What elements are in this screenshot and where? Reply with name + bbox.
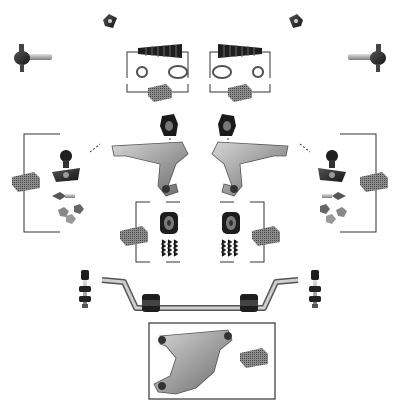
hardware-pack-icon [252,226,280,246]
hardware-pack-icon [360,172,388,192]
bushing-icon [218,114,236,136]
steering-boot-frame-left [126,44,189,102]
stabilizer-bar-icon [101,277,299,311]
control-arm-icon [153,329,233,395]
stabilizer-link-icon [309,270,321,308]
bushing-icon [160,212,178,234]
bolt-icon [322,192,346,200]
tie-rod-end-icon [348,44,386,72]
hardware-pack-icon [12,172,40,192]
ball-joint-frame-left [12,133,101,233]
bushing-icon [240,294,258,312]
nut-icon [336,207,347,217]
bracket-icon [103,14,117,28]
hardware-pack-icon [240,348,268,368]
ball-joint-frame-right [299,133,388,233]
boot-clamp-icon [252,66,264,78]
hardware-pack-icon [120,226,148,246]
bushing-frame-left [120,201,180,263]
steering-boot-frame-right [209,44,271,102]
boot-clamp-icon [168,65,188,79]
steering-boot-icon [218,44,262,58]
nut-icon [320,204,330,214]
bushing-icon [142,294,160,312]
tie-rod-end-icon [14,44,52,72]
boot-clamp-icon [136,66,148,78]
control-arm-icon [111,141,189,197]
bushing-frame-right [220,201,280,263]
hardware-pack-icon [148,84,172,102]
bushing-icon [222,212,240,234]
spring-clip-icon [160,239,179,257]
bracket-icon [289,14,303,28]
nut-icon [66,214,76,224]
steering-boot-icon [138,44,182,58]
hardware-pack-icon [228,84,252,102]
control-arm-icon [211,141,289,197]
nut-icon [58,207,69,217]
ball-joint-icon [318,150,346,182]
bushing-icon [160,114,178,136]
nut-icon [326,214,336,224]
ball-joint-icon [52,150,80,182]
spring-clip-icon [220,239,239,257]
stabilizer-link-icon [79,270,91,308]
nut-icon [74,204,84,214]
lower-arm-frame [148,322,276,400]
bolt-icon [52,192,75,200]
boot-clamp-icon [212,65,232,79]
